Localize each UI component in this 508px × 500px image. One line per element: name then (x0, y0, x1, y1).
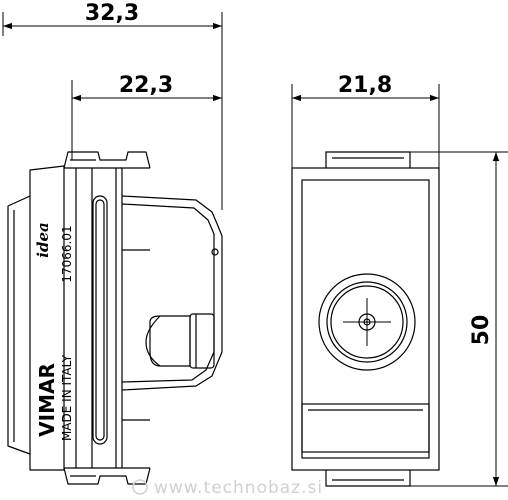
side-view (7, 151, 223, 485)
dimension-label-total-depth: 32,3 (85, 1, 139, 26)
series-logo: idea (34, 222, 52, 257)
product-code-label: 17066.01 (60, 225, 74, 282)
origin-label: MADE IN ITALY (60, 354, 74, 441)
dimension-label-width: 21,8 (338, 73, 392, 98)
dimension-label-rear-depth: 22,3 (119, 73, 173, 98)
watermark-text: www.technobaz.si (154, 478, 323, 498)
dimension-label-height: 50 (469, 315, 494, 346)
front-view (291, 151, 440, 487)
dimension-total-depth (2, 12, 223, 210)
dimension-width (291, 84, 440, 170)
dimension-height (410, 151, 508, 487)
brand-label: VIMAR (35, 363, 59, 437)
watermark: www.technobaz.si (132, 478, 323, 498)
dimension-rear-depth (71, 80, 222, 160)
globe-icon (132, 479, 148, 495)
